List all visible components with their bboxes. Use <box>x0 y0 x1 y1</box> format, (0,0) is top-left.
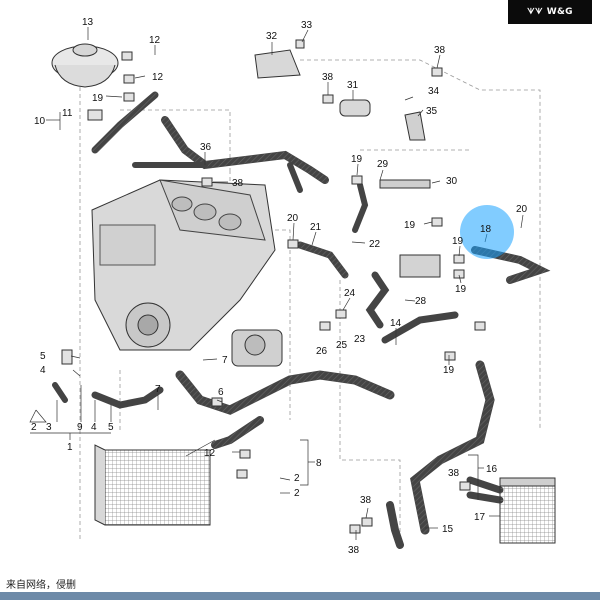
callout-17: 17 <box>474 512 486 523</box>
callout-38: 38 <box>232 178 244 189</box>
callout-29: 29 <box>377 159 389 170</box>
callout-2: 2 <box>294 473 300 484</box>
callout-5: 5 <box>108 422 114 433</box>
callout-20: 20 <box>516 204 528 215</box>
highlight-marker <box>460 205 514 259</box>
callout-38: 38 <box>322 72 334 83</box>
image-caption: 来自网络，侵删 <box>6 580 76 591</box>
callout-19: 19 <box>404 220 416 231</box>
brand-logo-icon: ᗐᗐ <box>527 7 543 16</box>
callout-22: 22 <box>369 239 381 250</box>
leader-lines <box>29 27 524 540</box>
callout-19: 19 <box>452 236 464 247</box>
engine-block <box>91 179 276 351</box>
callout-4: 4 <box>40 365 46 376</box>
callout-38: 38 <box>360 495 372 506</box>
callout-1: 1 <box>67 442 73 453</box>
callout-12: 12 <box>152 72 164 83</box>
callout-11: 11 <box>62 108 73 119</box>
callout-28: 28 <box>415 296 427 307</box>
callout-12: 12 <box>149 35 161 46</box>
callout-30: 30 <box>446 176 458 187</box>
callout-labels: 13 12 12 19 10 11 33 32 38 38 31 34 35 3… <box>31 17 528 556</box>
brand-badge: ᗐᗐ W&G <box>508 0 592 24</box>
callout-4: 4 <box>91 422 97 433</box>
callout-6: 6 <box>218 387 224 398</box>
callout-25: 25 <box>336 340 348 351</box>
callout-15: 15 <box>442 524 454 535</box>
callout-32: 32 <box>266 31 278 42</box>
callout-38: 38 <box>448 468 460 479</box>
callout-7: 7 <box>155 384 161 395</box>
brand-text: W&G <box>546 7 573 17</box>
callout-31: 31 <box>347 80 359 91</box>
callout-3: 3 <box>46 422 52 433</box>
callout-18: 18 <box>480 224 492 235</box>
callout-34: 34 <box>428 86 440 97</box>
callout-19: 19 <box>351 154 363 165</box>
callout-13: 13 <box>82 17 94 28</box>
callout-5: 5 <box>40 351 46 362</box>
callout-9: 9 <box>77 422 83 433</box>
callout-20: 20 <box>287 213 299 224</box>
callout-33: 33 <box>301 20 313 31</box>
callout-2: 2 <box>294 488 300 499</box>
callout-38: 38 <box>434 45 446 56</box>
callout-2: 2 <box>31 422 37 433</box>
callout-24: 24 <box>344 288 356 299</box>
callout-19: 19 <box>92 93 104 104</box>
clamps-and-fittings <box>61 39 486 534</box>
callout-38: 38 <box>348 545 360 556</box>
callout-12: 12 <box>204 448 216 459</box>
bottom-bar <box>0 592 600 600</box>
callout-10: 10 <box>34 116 46 127</box>
callout-14: 14 <box>390 318 402 329</box>
callout-35: 35 <box>426 106 438 117</box>
components <box>94 49 556 544</box>
callout-19: 19 <box>455 284 467 295</box>
expansion-tank <box>51 43 119 88</box>
callout-19: 19 <box>443 365 455 376</box>
callout-8: 8 <box>316 458 322 469</box>
callout-16: 16 <box>486 464 498 475</box>
callout-21: 21 <box>310 222 322 233</box>
callout-7: 7 <box>222 355 228 366</box>
callout-36: 36 <box>200 142 212 153</box>
callout-26: 26 <box>316 346 328 357</box>
callout-23: 23 <box>354 334 366 345</box>
